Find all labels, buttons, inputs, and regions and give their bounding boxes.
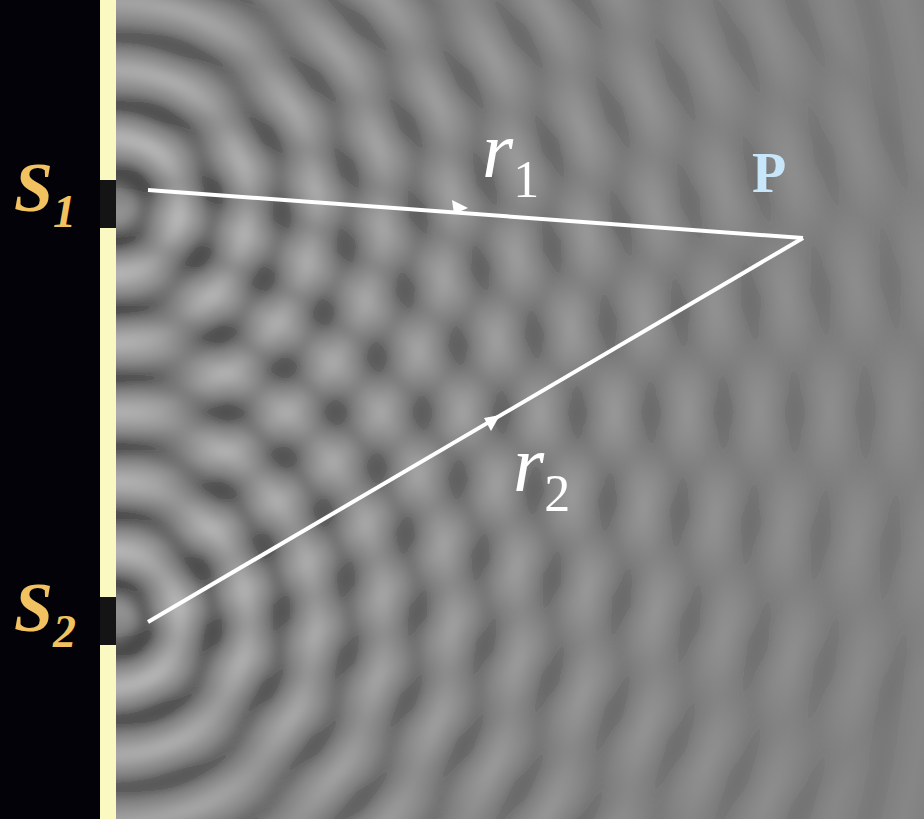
- label-holder: r2: [513, 424, 570, 520]
- wavefront: [116, 451, 282, 791]
- path-line: [148, 238, 803, 622]
- direction-arrow: [452, 200, 468, 214]
- point-label: P: [752, 145, 786, 201]
- wavefront: [116, 0, 924, 819]
- path-label: r2: [513, 424, 570, 520]
- wavefront: [116, 417, 316, 819]
- slit: [100, 597, 116, 645]
- wavefront: [116, 0, 924, 819]
- wavefront: [116, 77, 656, 819]
- wavefront: [116, 281, 452, 819]
- barrier: [100, 228, 116, 597]
- barrier: [100, 645, 116, 819]
- slit-label: S1: [14, 153, 76, 235]
- slit: [100, 180, 116, 228]
- symbol: P: [752, 142, 786, 204]
- label-holder: r1: [482, 110, 539, 206]
- wavefronts: [116, 0, 924, 819]
- symbol: S: [14, 569, 53, 646]
- path-label: r1: [482, 110, 539, 206]
- wavefront: [116, 0, 894, 819]
- label-holder: S2: [14, 573, 76, 655]
- wavefront: [116, 587, 146, 655]
- wavefront: [116, 0, 792, 819]
- label-holder: P: [752, 145, 786, 201]
- label-holder: S1: [14, 153, 76, 235]
- wavefront: [116, 485, 248, 757]
- barrier: [100, 0, 116, 180]
- direction-arrow: [484, 415, 500, 431]
- path-line: [148, 190, 803, 238]
- wavefront: [116, 519, 214, 723]
- symbol: r: [513, 420, 544, 508]
- slit-label: S2: [14, 573, 76, 655]
- wavefront: [116, 0, 924, 819]
- symbol: r: [482, 106, 513, 194]
- subscript: 1: [513, 154, 539, 206]
- subscript: 2: [544, 468, 570, 520]
- subscript: 1: [53, 189, 76, 235]
- symbol: S: [14, 149, 53, 226]
- subscript: 2: [53, 609, 76, 655]
